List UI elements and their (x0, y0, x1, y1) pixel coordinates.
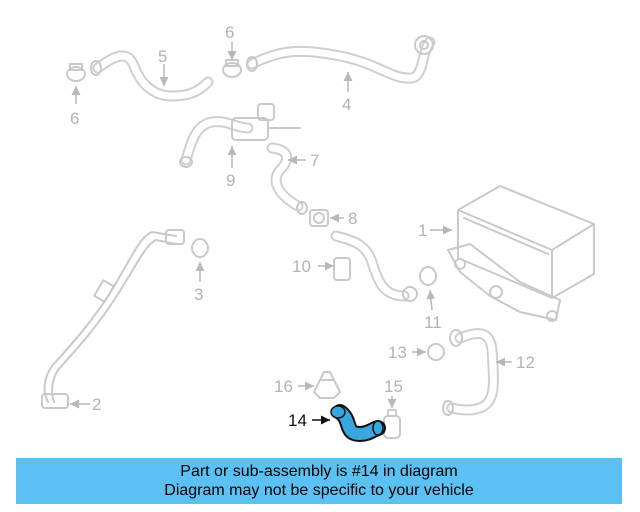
clamp-part-16 (313, 371, 341, 399)
banner-line-disclaimer: Diagram may not be specific to your vehi… (164, 482, 474, 499)
callout-labels: 6 5 6 4 9 7 8 10 1 3 11 12 13 2 16 15 14 (70, 23, 535, 430)
hose-part-7 (266, 142, 308, 215)
oring-part-3 (191, 238, 209, 258)
label-part-13: 13 (388, 343, 407, 362)
label-part-9: 9 (226, 171, 235, 190)
label-part-6-top: 6 (225, 23, 234, 42)
banner-line-part-number: Part or sub-assembly is #14 in diagram (180, 463, 458, 480)
clamp-part-6-left (66, 63, 86, 82)
label-part-6-left: 6 (70, 109, 79, 128)
hose-part-14-highlighted[interactable] (330, 404, 386, 443)
label-part-14: 14 (288, 411, 307, 430)
label-part-4: 4 (342, 95, 351, 114)
hose-part-5 (90, 50, 214, 102)
leader-lines (70, 42, 512, 425)
info-banner: Part or sub-assembly is #14 in diagram D… (16, 458, 622, 504)
pipe-part-10 (330, 230, 418, 302)
hose-part-4 (246, 35, 436, 84)
label-part-10: 10 (292, 257, 311, 276)
label-part-16: 16 (274, 377, 293, 396)
oring-part-11 (419, 266, 437, 286)
oil-cooler-part-1 (447, 185, 595, 322)
label-part-8: 8 (348, 209, 357, 228)
fitting-part-8 (309, 209, 329, 227)
label-part-15: 15 (384, 377, 403, 396)
label-part-12: 12 (516, 353, 535, 372)
pipe-part-12 (442, 328, 500, 416)
label-part-5: 5 (158, 47, 167, 66)
label-part-3: 3 (194, 285, 203, 304)
label-part-2: 2 (92, 395, 101, 414)
label-part-7: 7 (310, 151, 319, 170)
clamp-part-6-top (222, 59, 242, 78)
hose-part-9 (179, 103, 301, 168)
oring-part-13 (427, 343, 445, 361)
label-part-11: 11 (424, 313, 442, 332)
clamp-part-15 (383, 409, 401, 439)
line-part-2 (41, 229, 185, 409)
label-part-1: 1 (418, 221, 427, 240)
